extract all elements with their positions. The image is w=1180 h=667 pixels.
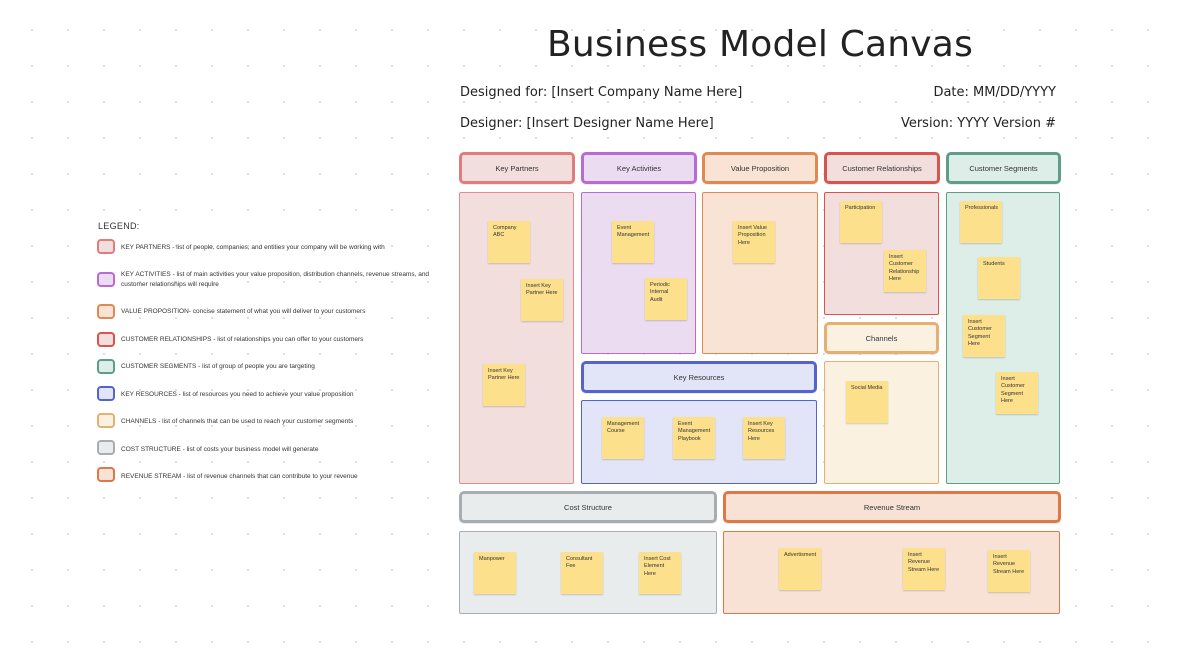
key-resources-area[interactable]: Management Course Event Management Playb… [581, 400, 817, 484]
sticky-note[interactable]: Social Media [846, 381, 888, 423]
sticky-note[interactable]: Management Course [602, 417, 644, 459]
legend-text-customer-relationships: CUSTOMER RELATIONSHIPS - list of relatio… [121, 336, 364, 343]
legend-swatch-customer-segments [97, 359, 115, 374]
sticky-note[interactable]: Insert Key Partner Here [521, 279, 563, 321]
revenue-stream-area[interactable]: Advertisment Insert Revenue Stream Here … [723, 531, 1060, 614]
legend-swatch-key-partners [97, 239, 115, 254]
legend-text-key-resources: KEY RESOURCES - list of resources you ne… [121, 391, 354, 398]
legend-text-value-proposition: VALUE PROPOSITION- concise statement of … [121, 308, 366, 315]
sticky-note[interactable]: Insert Revenue Stream Here [988, 550, 1030, 592]
sticky-note[interactable]: Insert Key Partner Here [483, 364, 525, 406]
sticky-note[interactable]: Insert Customer Segment Here [996, 372, 1038, 414]
sticky-note[interactable]: Manpower [474, 552, 516, 594]
sticky-note[interactable]: Insert Customer Segment Here [963, 315, 1005, 357]
legend-text-revenue-stream: REVENUE STREAM - list of revenue channel… [121, 473, 358, 480]
customer-segments-header[interactable]: Customer Segments [946, 152, 1061, 184]
value-proposition-area[interactable]: Insert Value Proposition Here [702, 192, 818, 354]
customer-relationships-header[interactable]: Customer Relationships [824, 152, 940, 184]
channels-header[interactable]: Channels [824, 322, 939, 354]
legend-swatch-channels [97, 413, 115, 428]
legend-text-channels: CHANNELS - list of channels that can be … [121, 418, 354, 425]
revenue-stream-header[interactable]: Revenue Stream [723, 491, 1061, 523]
cost-structure-header[interactable]: Cost Structure [459, 491, 717, 523]
sticky-note[interactable]: Advertisment [779, 548, 821, 590]
sticky-note[interactable]: Insert Value Proposition Here [733, 221, 775, 263]
customer-segments-area[interactable]: Professionals Students Insert Customer S… [946, 192, 1060, 484]
legend-swatch-revenue-stream [97, 467, 115, 482]
key-activities-area[interactable]: Event Management Periodic Internal Audit [581, 192, 696, 354]
legend-swatch-customer-relationships [97, 332, 115, 347]
sticky-note[interactable]: Participation [840, 201, 882, 243]
sticky-note[interactable]: Students [978, 257, 1020, 299]
key-partners-area[interactable]: Company ABC Insert Key Partner Here Inse… [459, 192, 574, 484]
date-text[interactable]: Date: MM/DD/YYYY [933, 85, 1056, 100]
version-text[interactable]: Version: YYYY Version # [900, 116, 1056, 131]
designer-text[interactable]: Designer: [Insert Designer Name Here] [460, 116, 714, 131]
designed-for-text[interactable]: Designed for: [Insert Company Name Here] [460, 85, 743, 100]
legend-title: LEGEND: [98, 221, 140, 231]
sticky-note[interactable]: Insert Cost Element Here [639, 552, 681, 594]
sticky-note[interactable]: Event Management Playbook [673, 417, 715, 459]
customer-relationships-area[interactable]: Participation Insert Customer Relationsh… [824, 192, 939, 315]
cost-structure-area[interactable]: Manpower Consultant Fee Insert Cost Elem… [459, 531, 717, 614]
legend-text-key-partners: KEY PARTNERS - list of people, companies… [121, 244, 385, 251]
sticky-note[interactable]: Professionals [960, 201, 1002, 243]
sticky-note[interactable]: Company ABC [488, 221, 530, 263]
sticky-note[interactable]: Event Management [612, 221, 654, 263]
legend-swatch-value-proposition [97, 304, 115, 319]
page-title: Business Model Canvas [546, 24, 974, 65]
sticky-note[interactable]: Insert Key Resources Here [743, 417, 785, 459]
sticky-note[interactable]: Insert Revenue Stream Here [903, 548, 945, 590]
legend-swatch-key-resources [97, 386, 115, 401]
key-activities-header[interactable]: Key Activities [581, 152, 697, 184]
key-resources-header[interactable]: Key Resources [581, 361, 817, 393]
channels-area[interactable]: Social Media [824, 361, 939, 484]
legend-text-cost-structure: COST STRUCTURE - list of costs your busi… [121, 446, 319, 453]
key-partners-header[interactable]: Key Partners [459, 152, 575, 184]
sticky-note[interactable]: Consultant Fee [561, 552, 603, 594]
legend-swatch-cost-structure [97, 440, 115, 455]
legend-text-key-activities: KEY ACTIVITIES - list of main activities… [121, 271, 430, 289]
legend-swatch-key-activities [97, 272, 115, 287]
value-proposition-header[interactable]: Value Proposition [702, 152, 818, 184]
sticky-note[interactable]: Insert Customer Relationship Here [884, 250, 926, 292]
legend-text-customer-segments: CUSTOMER SEGMENTS - list of group of peo… [121, 363, 315, 370]
sticky-note[interactable]: Periodic Internal Audit [645, 278, 687, 320]
